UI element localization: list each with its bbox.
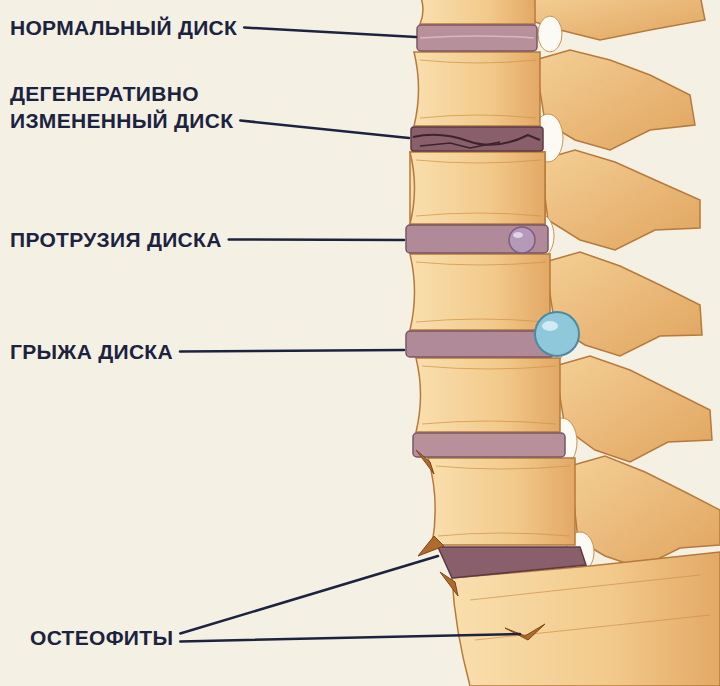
part-label: ОСТЕОФИТЫ	[30, 626, 173, 649]
part-label: НОРМАЛЬНЫЙ ДИСК	[10, 16, 237, 39]
leader-line	[180, 634, 520, 642]
label-box: ГРЫЖА ДИСКА	[10, 338, 390, 365]
part-label: ГРЫЖА ДИСКА	[10, 340, 173, 363]
part-label: ПРОТРУЗИЯ ДИСКА	[10, 228, 222, 251]
leader-line	[240, 121, 409, 139]
label-box: НОРМАЛЬНЫЙ ДИСК	[10, 14, 390, 41]
intervertebral-discs	[406, 25, 586, 578]
osteophytes	[416, 450, 545, 640]
label-box: ПРОТРУЗИЯ ДИСКА	[10, 226, 390, 253]
leader-line	[180, 350, 404, 352]
label-box: ДЕГЕНЕРАТИВНО ИЗМЕНЕННЫЙ ДИСК	[10, 80, 310, 134]
part-label: ДЕГЕНЕРАТИВНО ИЗМЕНЕННЫЙ ДИСК	[10, 82, 233, 132]
label-box: ОСТЕОФИТЫ	[30, 624, 390, 651]
leader-line	[244, 28, 416, 38]
leader-line	[180, 556, 438, 634]
leader-line	[229, 238, 404, 241]
